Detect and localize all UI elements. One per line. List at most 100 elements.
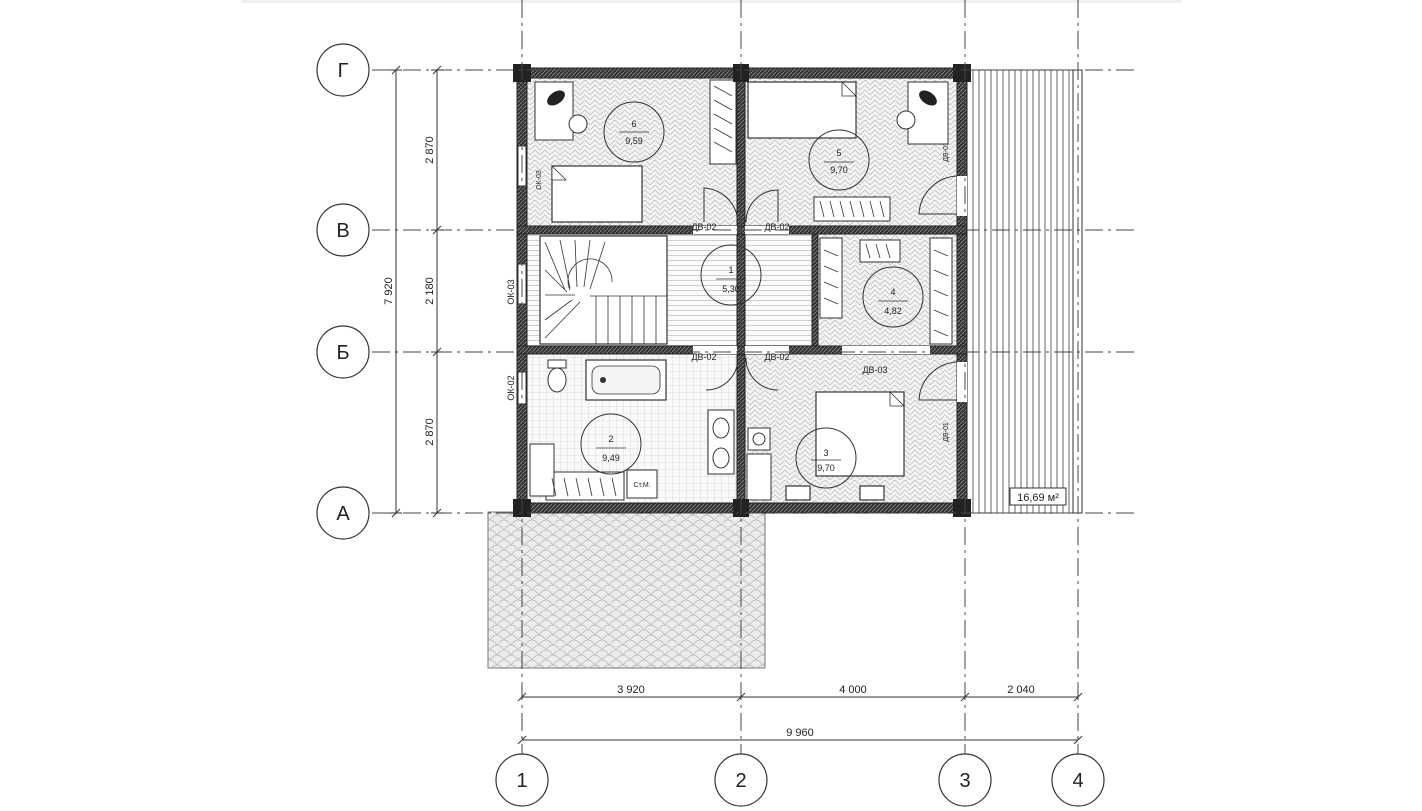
lamp-icon: [547, 90, 937, 106]
toilet-tank: [547, 359, 567, 369]
shelf-room-3: [746, 453, 772, 501]
shelf-room-4-top: [859, 239, 901, 263]
axis-bubble-col: [714, 753, 768, 807]
door-tag: ДВ-02: [764, 222, 789, 232]
entrance-porch: [487, 511, 766, 669]
axis-bubble-col: [495, 753, 549, 807]
room-number: 5: [836, 148, 841, 158]
room-marker-4: [862, 266, 924, 328]
closet-hangers: [551, 85, 949, 497]
shelf-room-4-right: [929, 237, 953, 345]
hall-floor: [745, 234, 815, 346]
room-area: 9,59: [625, 136, 643, 146]
shelf-bathroom-side: [529, 443, 555, 497]
axis-label-row: А: [336, 503, 350, 525]
window-tag: ОК-03: [506, 279, 516, 304]
door-tag: ДВ-02: [691, 352, 716, 362]
axis-label-col: 3: [959, 770, 970, 792]
bed-room-5-fold: [841, 81, 857, 97]
sink-icon: [712, 417, 730, 439]
axis-bubble-col: [1051, 753, 1105, 807]
axis-bubble-row: [316, 486, 370, 540]
axis-label-col: 4: [1072, 770, 1083, 792]
door-tag: ДВ-02: [764, 352, 789, 362]
room-number: 3: [823, 448, 828, 458]
dim-total-horizontal: 9 960: [786, 727, 814, 739]
bathtub-drain: [600, 377, 606, 383]
bed-room-3-fold: [889, 391, 905, 407]
terrace-area-box: [1009, 487, 1067, 506]
stair-treads: [544, 239, 667, 344]
vertical-dimensions: [390, 65, 443, 518]
room-labels: 1 5,30 2 9,49 3 9,70 4 4,82 5 9,70 6 9,5…: [602, 119, 902, 473]
bed-room-6: [551, 165, 643, 223]
dim-vertical-2: 2 180: [424, 277, 436, 305]
bed-room-6-fold: [551, 165, 567, 181]
axis-label-col: 2: [735, 770, 746, 792]
room-area: 4,82: [884, 306, 902, 316]
wardrobe-room-6: [709, 79, 737, 165]
terrace-area-label: 16,69 м²: [1017, 492, 1059, 504]
axis-bubble-row: [316, 203, 370, 257]
washing-machine: [626, 469, 658, 499]
door-swing: [745, 357, 779, 391]
axis-label-col: 1: [516, 770, 527, 792]
bed-room-5: [747, 81, 857, 139]
door-tag: ДВ-03: [862, 365, 887, 375]
room-number: 6: [631, 119, 636, 129]
door-swing: [918, 361, 960, 401]
axis-bubble-row: [316, 43, 370, 97]
dim-vertical-3: 2 870: [424, 418, 436, 446]
bathtub-basin: [591, 365, 661, 395]
room-number: 4: [890, 287, 895, 297]
door-tag: ДВ-01: [943, 142, 950, 162]
room-marker-1: [700, 244, 762, 306]
axis-label-row: Б: [336, 342, 349, 364]
room-area: 9,70: [817, 463, 835, 473]
window-tag: ОК-02: [506, 375, 516, 400]
room-marker-6: [603, 101, 665, 163]
axis-label-row: В: [336, 220, 349, 242]
chair-room-5: [896, 110, 916, 130]
washing-machine-label: Ст.М.: [633, 482, 650, 489]
dim-total-vertical: 7 920: [383, 277, 395, 305]
appliance-room-3-drum: [752, 432, 766, 446]
nightstand-left: [785, 485, 811, 501]
room-marker-dividers: [596, 131, 908, 461]
bed-room-3: [815, 391, 905, 477]
nightstand-right: [859, 485, 885, 501]
toilet-icon: [547, 367, 567, 393]
horizontal-dimensions: [517, 692, 1083, 745]
window-tag: ОК-03: [536, 170, 543, 190]
room-area: 9,49: [602, 453, 620, 463]
room-marker-5: [808, 129, 870, 191]
room-number: 2: [608, 434, 613, 444]
room-area: 5,30: [722, 284, 740, 294]
staircase: [539, 235, 668, 345]
room-area: 9,70: [830, 165, 848, 175]
terrace-deck: [964, 69, 1081, 514]
stair-curve: [567, 258, 613, 291]
sink-icon: [712, 447, 730, 469]
chair-room-6: [568, 114, 588, 134]
door-tag: ДВ-02: [691, 222, 716, 232]
dim-horizontal-2: 4 000: [839, 684, 867, 696]
dim-vertical-1: 2 870: [424, 136, 436, 164]
desk-room-6: [534, 81, 574, 141]
page-top-strip: [241, 0, 1181, 3]
dim-horizontal-1: 3 920: [617, 684, 645, 696]
door-swing: [745, 189, 779, 223]
door-swing: [918, 175, 960, 215]
shelf-room-4-left: [819, 237, 843, 319]
room-number: 1: [728, 265, 733, 275]
axis-label-row: Г: [338, 60, 349, 82]
axis-bubble-col: [938, 753, 992, 807]
grid-axes: [372, 0, 1135, 756]
shelf-bathroom: [545, 471, 625, 501]
room-marker-2: [580, 413, 642, 475]
room-marker-3: [795, 427, 857, 489]
axis-bubble-row: [316, 325, 370, 379]
door-tag: ДВ-01: [943, 422, 950, 442]
dim-horizontal-3: 2 040: [1007, 684, 1035, 696]
